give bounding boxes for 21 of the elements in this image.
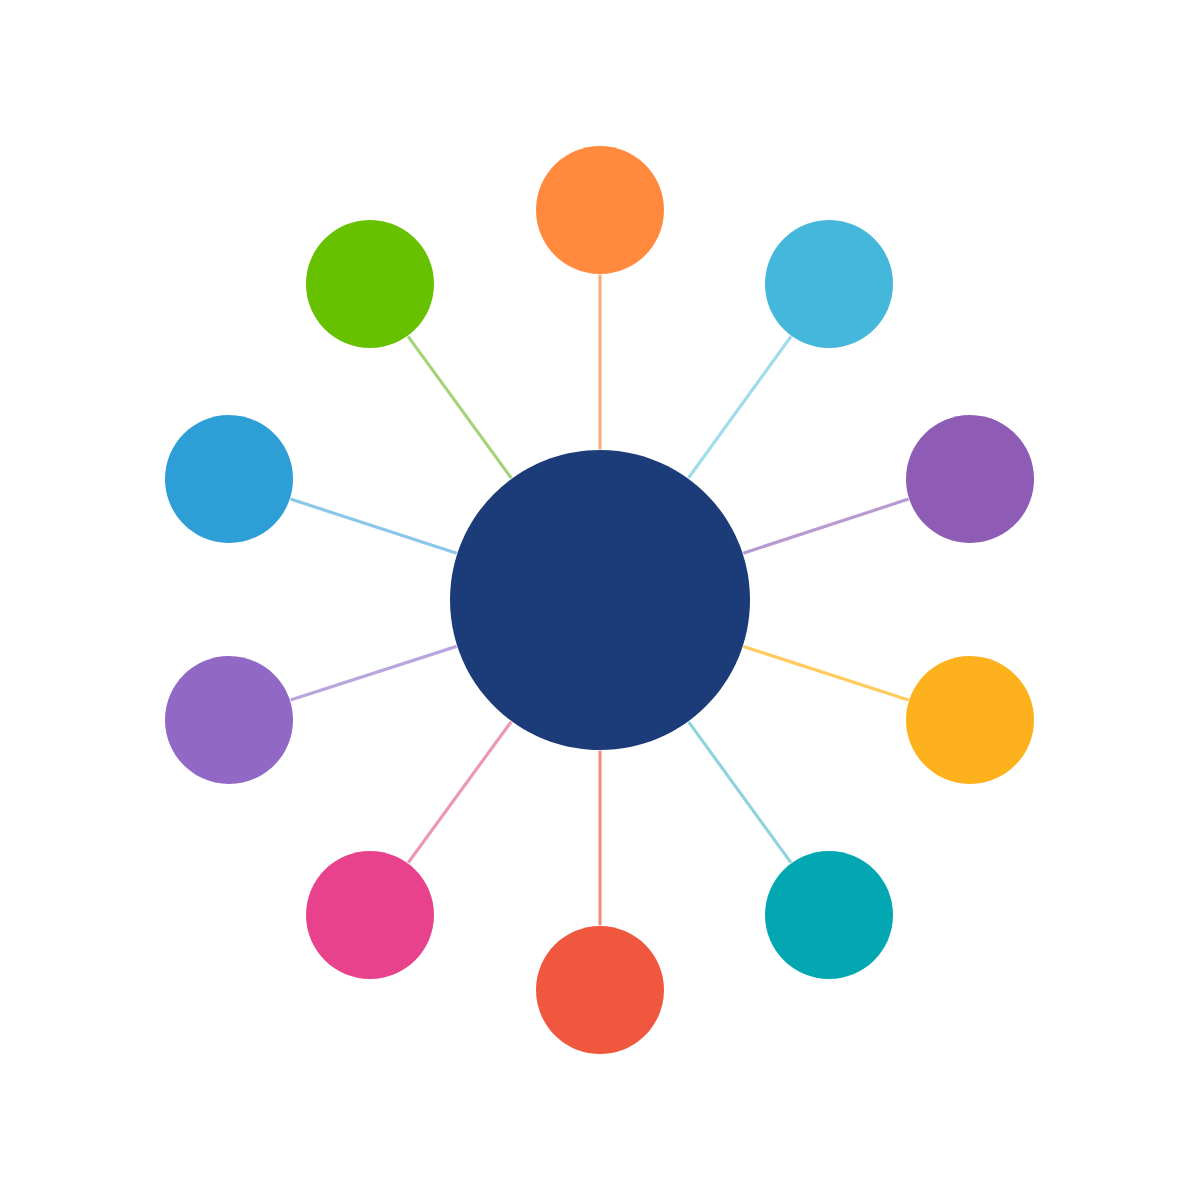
circle-node <box>306 220 434 348</box>
circle-node <box>765 851 893 979</box>
connector-line <box>290 497 458 555</box>
circle-node <box>306 851 434 979</box>
connector-line <box>742 645 909 702</box>
circle-node <box>165 656 293 784</box>
circle-node <box>165 415 293 543</box>
circle-node <box>536 926 664 1054</box>
connector-line <box>290 644 458 702</box>
connector-line <box>687 335 793 479</box>
circle-node <box>450 450 750 750</box>
circle-node <box>906 415 1034 543</box>
connector-line <box>742 497 909 555</box>
circle-node <box>765 220 893 348</box>
connector-line <box>687 720 793 864</box>
connector-line <box>406 335 513 480</box>
circle-node <box>906 656 1034 784</box>
connector-line <box>598 274 602 450</box>
connector-line <box>598 750 602 926</box>
circle-node <box>536 146 664 274</box>
connector-line <box>406 720 513 864</box>
